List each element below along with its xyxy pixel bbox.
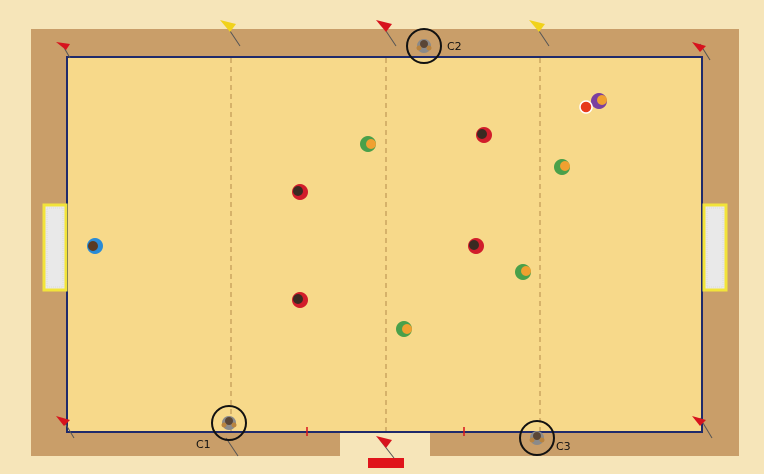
ball[interactable] <box>580 101 592 113</box>
player-red-4[interactable] <box>292 292 308 308</box>
player-red-1[interactable] <box>292 184 308 200</box>
goal-left <box>44 205 66 290</box>
camera-label-c2: C2 <box>447 40 462 53</box>
player-red-2[interactable] <box>476 127 492 143</box>
camera-label-c3: C3 <box>556 440 571 453</box>
player-green-2[interactable] <box>554 159 570 175</box>
player-green-1[interactable] <box>360 136 376 152</box>
player-goalkeeper-left[interactable] <box>87 238 103 254</box>
table-marker <box>368 458 404 468</box>
court <box>67 57 702 432</box>
player-green-3[interactable] <box>515 264 531 280</box>
camera-label-c1: C1 <box>196 438 211 451</box>
goal-right <box>704 205 726 290</box>
player-purple-1[interactable] <box>591 93 607 109</box>
player-green-4[interactable] <box>396 321 412 337</box>
player-red-3[interactable] <box>468 238 484 254</box>
